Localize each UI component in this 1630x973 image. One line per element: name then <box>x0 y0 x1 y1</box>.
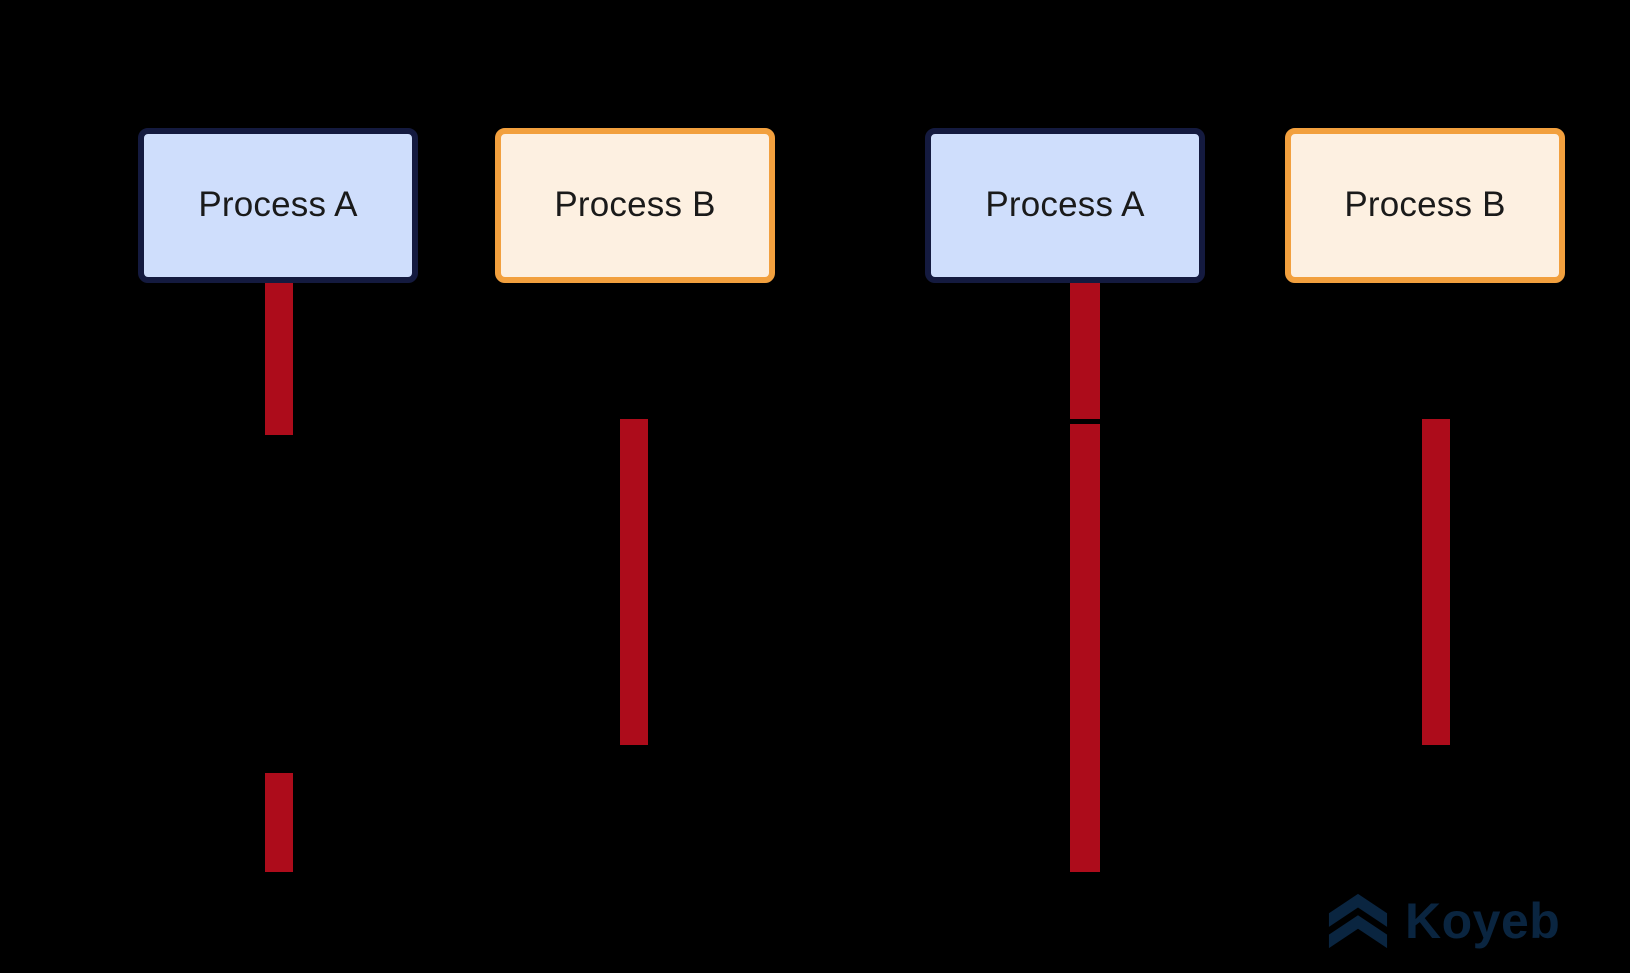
participant-label: Process B <box>1344 185 1506 225</box>
participant-box-process-a-right[interactable]: Process A <box>925 128 1205 283</box>
koyeb-logo: Koyeb <box>1327 890 1560 952</box>
activation-bar-process-a-right <box>1070 283 1100 872</box>
participant-label: Process A <box>985 185 1145 225</box>
activation-bar-process-b-right <box>1422 419 1450 745</box>
participant-box-process-a-left[interactable]: Process A <box>138 128 418 283</box>
participant-box-process-b-left[interactable]: Process B <box>495 128 775 283</box>
koyeb-wordmark: Koyeb <box>1405 893 1561 949</box>
participant-label: Process A <box>198 185 358 225</box>
participant-label: Process B <box>554 185 716 225</box>
activation-bar-process-a-left-first <box>265 283 293 435</box>
participant-box-process-b-right[interactable]: Process B <box>1285 128 1565 283</box>
activation-bar-process-a-left-second <box>265 773 293 872</box>
activation-bar-process-b-left <box>620 419 648 745</box>
koyeb-chevron-icon <box>1328 893 1388 949</box>
activation-split-line-process-a-right <box>1070 419 1100 424</box>
